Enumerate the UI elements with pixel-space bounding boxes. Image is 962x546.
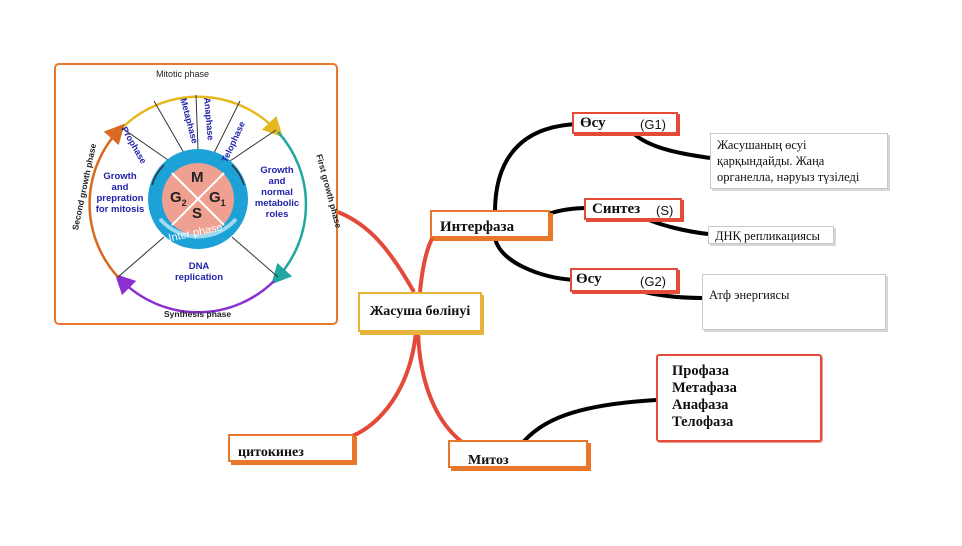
cell-cycle-svg bbox=[88, 94, 308, 314]
g2-code: (G2) bbox=[640, 274, 666, 289]
link-interphase-g2 bbox=[493, 237, 576, 282]
synthesis-phase-label: Synthesis phase bbox=[164, 309, 232, 319]
mitotic-phase-label: Mitotic phase bbox=[156, 69, 210, 79]
center-label: Жасуша бөлінуі bbox=[369, 304, 471, 319]
mitosis-phases-box: Профаза Метафаза Анафаза Телофаза bbox=[656, 354, 822, 442]
link-center-cellcycle bbox=[337, 210, 416, 293]
first-growth-arc bbox=[271, 131, 308, 285]
link-interphase-s bbox=[547, 206, 589, 216]
synthesis-note: ДНҚ репликациясы bbox=[708, 226, 834, 244]
synthesis-node[interactable]: Синтез (S) bbox=[584, 198, 682, 220]
center-node[interactable]: Жасуша бөлінуі bbox=[358, 292, 482, 332]
link-mitosis-phases bbox=[518, 398, 657, 448]
cell-cycle-figure: Mitotic phase Prophase Metaphase Anaphas… bbox=[54, 63, 344, 325]
cytokinesis-node[interactable]: цитокинез bbox=[228, 434, 354, 462]
inner-g2-label: G2 bbox=[170, 189, 187, 208]
g1-node[interactable]: Өсу (G1) bbox=[572, 112, 678, 134]
phase-prophase: Профаза bbox=[672, 363, 729, 379]
link-interphase-g1 bbox=[493, 122, 581, 213]
synthesis-arc bbox=[114, 273, 275, 314]
interphase-label: Интерфаза bbox=[440, 219, 515, 235]
synthesis-code: (S) bbox=[656, 203, 674, 218]
phase-telophase: Телофаза bbox=[672, 414, 734, 430]
link-center-cytokinesis bbox=[349, 331, 418, 439]
interphase-node[interactable]: Интерфаза bbox=[430, 210, 550, 238]
synthesis-name: Синтез bbox=[592, 201, 641, 217]
g2-name: Өсу bbox=[576, 271, 602, 287]
g1-name: Өсу bbox=[580, 115, 606, 131]
mitotic-arc bbox=[121, 95, 283, 138]
inner-s-label: S bbox=[192, 205, 203, 222]
cytokinesis-label: цитокинез bbox=[238, 445, 304, 460]
g2-node[interactable]: Өсу (G2) bbox=[570, 268, 678, 292]
mitosis-label: Митоз bbox=[468, 453, 509, 468]
g1-code: (G1) bbox=[640, 117, 666, 132]
link-g1-note bbox=[630, 130, 711, 160]
inner-g1-label: G1 bbox=[209, 189, 226, 208]
link-center-mitosis bbox=[416, 331, 464, 444]
g1-note: Жасушаның өсуі қарқындайды. Жаңа органел… bbox=[710, 133, 888, 189]
inner-m-label: M bbox=[191, 169, 204, 186]
phase-anaphase: Анафаза bbox=[672, 397, 729, 413]
mitosis-node[interactable]: Митоз bbox=[448, 440, 588, 468]
second-growth-arc bbox=[88, 123, 125, 278]
phase-metaphase: Метафаза bbox=[672, 380, 737, 396]
g2-note: Атф энергиясы bbox=[702, 274, 886, 330]
